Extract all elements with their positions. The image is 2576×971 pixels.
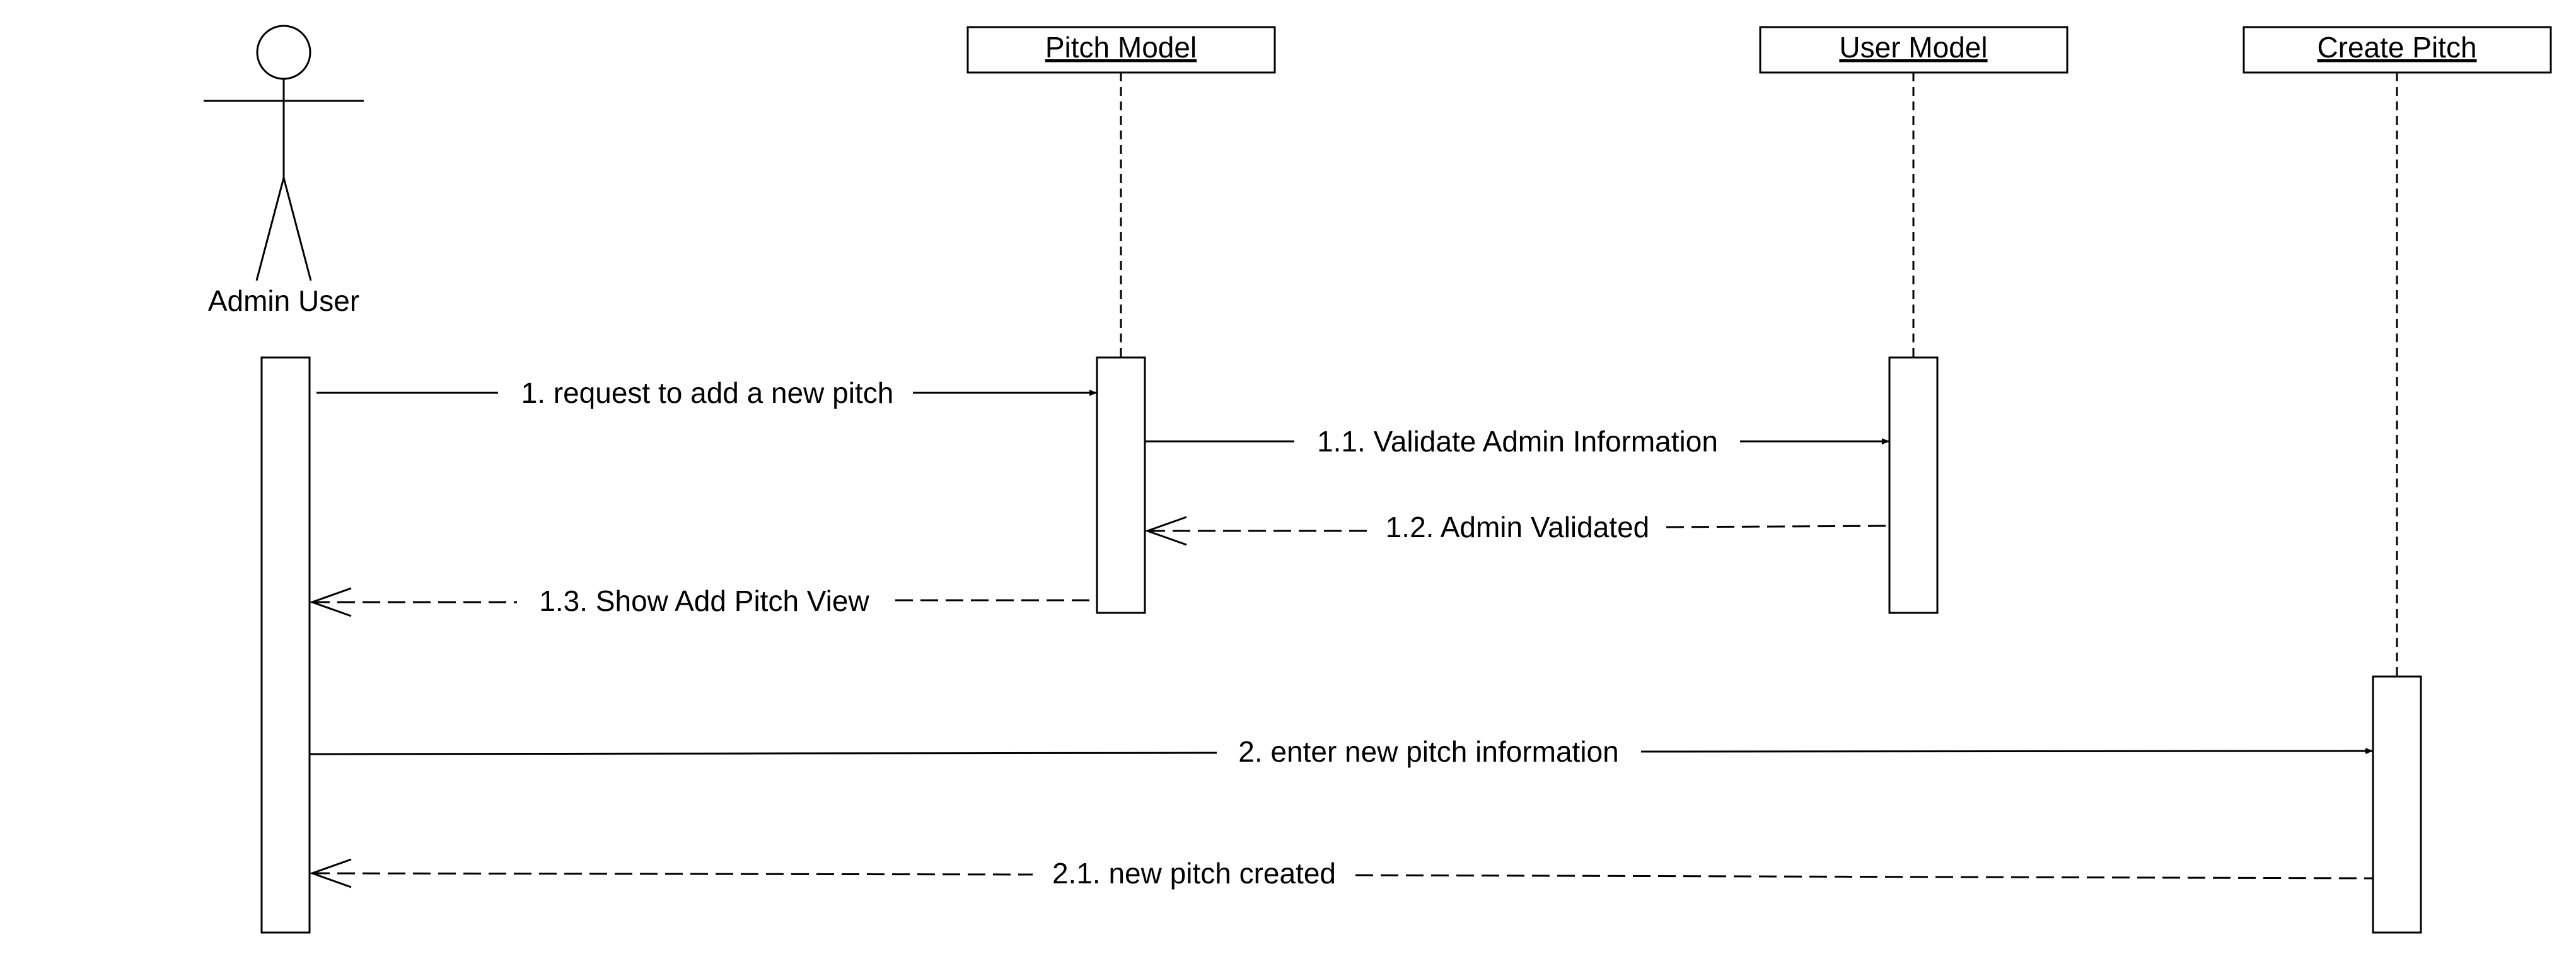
participant-pitch-model: Pitch Model [966, 26, 1276, 358]
message-label: 2.1. new pitch created [1052, 857, 1336, 890]
activation-user-model [1888, 356, 1939, 614]
participant-create-pitch: Create Pitch [2242, 26, 2552, 677]
open-arrowhead [309, 858, 352, 888]
participant-label: Pitch Model [1045, 31, 1197, 64]
message-line [1666, 525, 1890, 528]
activation-pitch-model [1096, 356, 1146, 614]
participant-box [2242, 26, 2552, 74]
message-line [1640, 748, 2374, 755]
actor-right-leg [282, 177, 312, 281]
actor-left-leg [255, 177, 285, 281]
message-label: 2. enter new pitch information [1238, 735, 1618, 768]
message-1-3: 1.3. Show Add Pitch View [309, 584, 1097, 617]
participant-box [966, 26, 1276, 74]
activation-admin-user [260, 356, 311, 934]
message-label: 1.3. Show Add Pitch View [539, 584, 869, 617]
message-line [309, 752, 1217, 755]
message-2: 2. enter new pitch information [309, 735, 2374, 768]
message-label: 1. request to add a new pitch [521, 376, 894, 409]
participant-label: Create Pitch [2317, 31, 2476, 64]
actor-head [256, 25, 311, 80]
actor-label: Admin User [208, 284, 359, 317]
message-label: 1.1. Validate Admin Information [1317, 425, 1718, 458]
open-arrowhead [309, 587, 352, 617]
message-line [311, 872, 1033, 876]
message-label: 1.2. Admin Validated [1386, 511, 1650, 544]
participant-label: User Model [1839, 31, 1987, 64]
participant-user-model: User Model [1759, 26, 2068, 358]
activation-create-pitch [2372, 675, 2422, 934]
message-line [1355, 874, 2374, 880]
message-1-1: 1.1. Validate Admin Information [1145, 425, 1889, 458]
open-arrowhead [1144, 516, 1187, 546]
actor-admin-user: Admin User [204, 25, 364, 317]
message-1: 1. request to add a new pitch [316, 376, 1097, 409]
message-1-2: 1.2. Admin Validated [1144, 511, 1890, 546]
message-2-1: 2.1. new pitch created [309, 857, 2374, 890]
